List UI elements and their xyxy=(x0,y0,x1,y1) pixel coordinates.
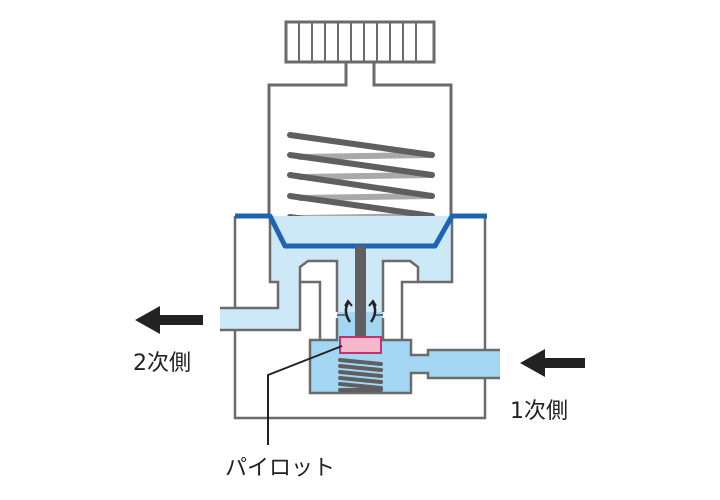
valve-stem xyxy=(355,246,366,338)
secondary-side-label: 2次側 xyxy=(133,351,191,376)
adjustment-knob xyxy=(284,20,436,64)
bonnet-housing xyxy=(267,62,453,216)
pilot-spring xyxy=(338,358,383,392)
primary-chamber xyxy=(310,312,500,393)
inlet-arrow-icon xyxy=(520,349,585,377)
primary-side-label: 1次側 xyxy=(510,399,568,424)
outlet-arrow-icon xyxy=(135,306,203,334)
flow-arrows xyxy=(344,299,377,323)
valve-body-outline xyxy=(220,216,500,420)
pilot-leader-line xyxy=(267,345,343,445)
pilot-valve xyxy=(339,336,382,354)
pilot-label: パイロット xyxy=(225,456,336,481)
